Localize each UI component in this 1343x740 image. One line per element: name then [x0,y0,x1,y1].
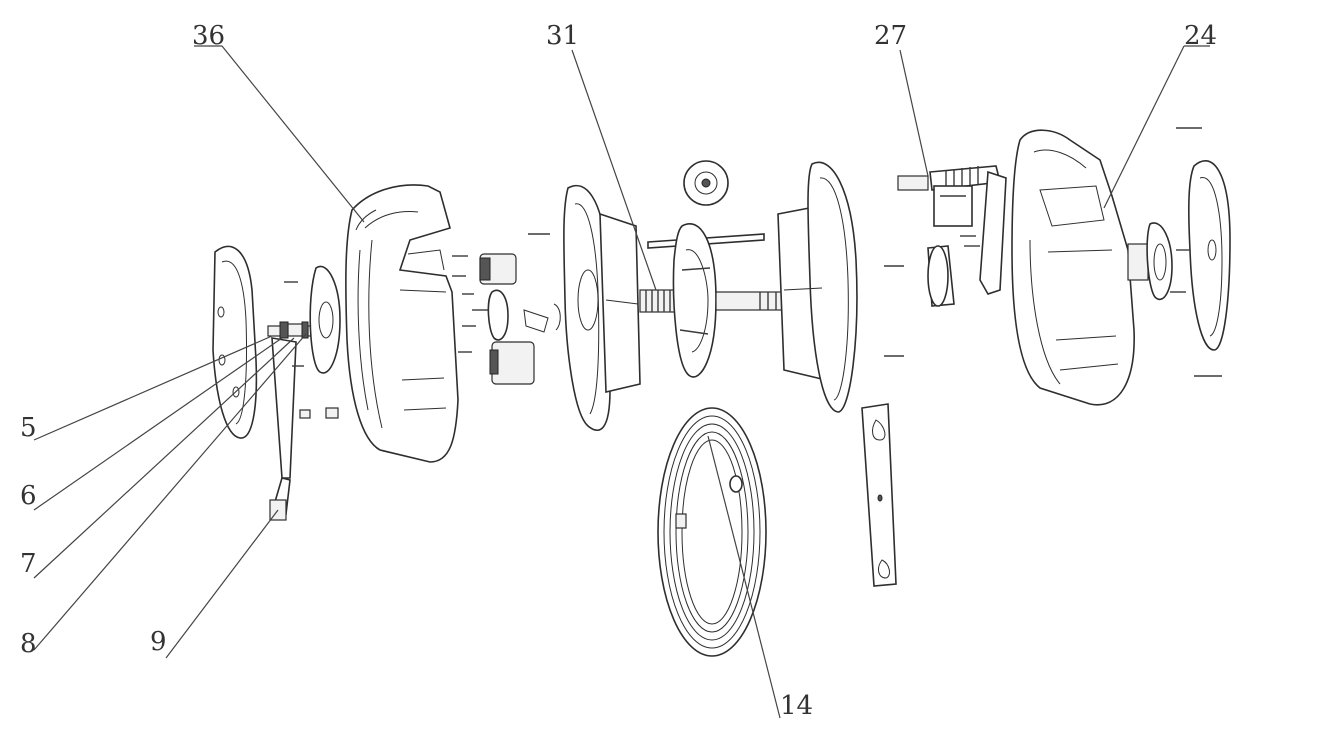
callout-36: 36 [192,21,225,51]
left-end-plate [212,245,258,439]
hose-coil [657,407,767,657]
left-housing [345,184,459,463]
callout-labels: 36 31 27 24 5 6 7 8 9 14 [20,21,1217,721]
leader-lines [33,45,1210,719]
drum-flange-right [777,161,858,413]
right-hub [1127,222,1173,301]
callout-8: 8 [20,629,37,659]
callout-5: 5 [20,413,37,443]
right-screws [1170,127,1222,377]
gear-assembly [479,253,561,385]
drum-flange-left [563,185,641,431]
guide-mechanism [897,165,1007,295]
drum-knob [683,160,729,206]
small-flange-disc [309,265,341,374]
callout-27: 27 [874,21,907,51]
callout-14: 14 [780,691,813,721]
housing-screws [452,233,550,353]
callout-6: 6 [20,481,37,511]
spring-cassette [672,223,717,378]
callout-7: 7 [20,549,37,579]
lead-in-hose [269,337,297,521]
right-housing [1011,129,1135,406]
spacer-cup [884,245,955,357]
callout-31: 31 [546,21,579,51]
callout-24: 24 [1184,21,1217,51]
right-end-plate [1188,160,1231,351]
left-screws [284,281,339,419]
callout-9: 9 [150,627,167,657]
wall-bracket [861,403,897,587]
